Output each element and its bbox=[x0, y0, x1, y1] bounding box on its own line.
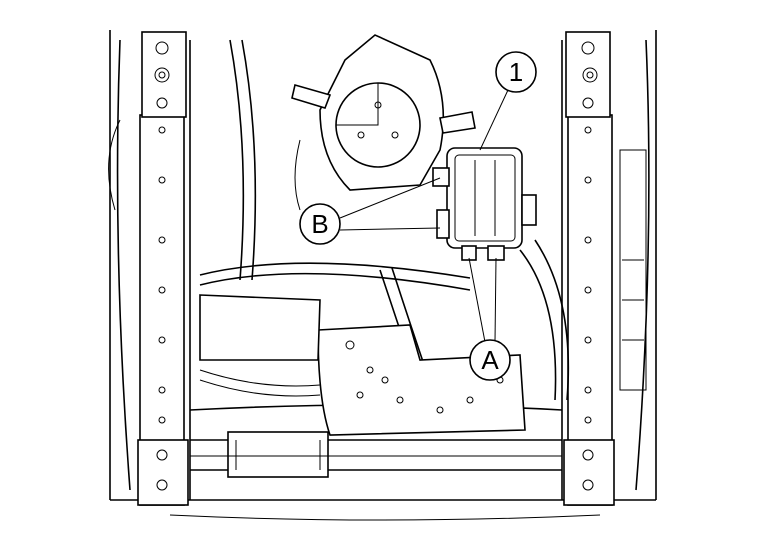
seat-outline bbox=[109, 30, 657, 521]
connector-a-right bbox=[487, 245, 505, 261]
callout-b: B bbox=[299, 203, 341, 245]
leader-lines bbox=[339, 89, 509, 343]
connector-b-upper bbox=[432, 167, 450, 187]
cross-members bbox=[189, 262, 563, 478]
callout-1: 1 bbox=[495, 51, 537, 93]
connector-a-left bbox=[461, 245, 477, 261]
callout-b-label: B bbox=[311, 209, 328, 239]
connector-b-lower bbox=[436, 209, 450, 239]
callout-1-label: 1 bbox=[509, 57, 523, 87]
center-bracket bbox=[199, 294, 526, 436]
left-seat-rail bbox=[137, 31, 191, 506]
callout-a-label: A bbox=[481, 345, 499, 375]
callout-a: A bbox=[469, 339, 511, 381]
right-seat-rail bbox=[561, 31, 647, 506]
blower-motor bbox=[291, 34, 476, 191]
seat-control-module bbox=[432, 147, 537, 261]
